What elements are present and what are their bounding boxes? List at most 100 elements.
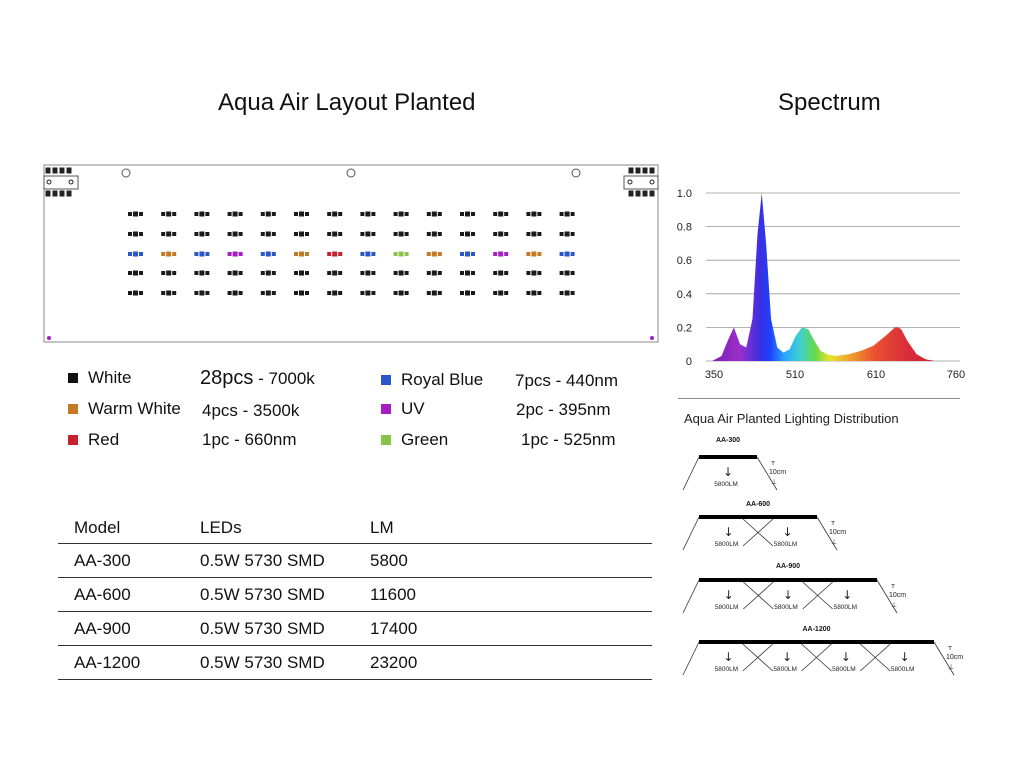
table-cell-model: AA-1200	[58, 645, 184, 680]
led-chip-white	[294, 290, 309, 296]
led-chip-white	[128, 211, 143, 217]
led-grid	[128, 211, 575, 296]
divider	[678, 398, 960, 399]
beam-edge	[756, 456, 778, 491]
height-label: 10cm	[769, 469, 786, 476]
led-chip-white	[360, 231, 376, 237]
down-arrow-icon: ↓	[783, 588, 793, 602]
led-chip-white	[194, 231, 210, 237]
led-chip-white	[327, 290, 343, 296]
down-arrow-icon: ↓	[724, 588, 734, 602]
beam-edge	[876, 579, 898, 614]
legend-count-white: 28pcs	[200, 367, 254, 389]
height-top-icon: т	[948, 644, 952, 652]
led-chip-white	[393, 290, 409, 296]
height-label: 10cm	[946, 654, 963, 661]
beam-edge	[933, 641, 955, 676]
legend-spec-white: 28pcs - 7000k	[200, 367, 315, 390]
led-chip-white	[194, 290, 210, 296]
legend-count-red: 1pc	[202, 430, 230, 449]
fixture-model-label: AA-300	[716, 437, 740, 444]
table-cell-lm: 11600	[354, 577, 652, 612]
legend-rest-green: - 525nm	[553, 430, 616, 449]
led-chip-white	[559, 211, 575, 217]
led-chip-white	[260, 270, 276, 276]
led-chip-white	[227, 231, 243, 237]
led-chip-royal-blue	[260, 251, 276, 257]
height-bottom-icon: ⊥	[891, 601, 897, 609]
beam-edge	[816, 516, 838, 551]
legend-spec-warm-white: 4pcs - 3500k	[202, 401, 299, 421]
led-chip-royal-blue	[360, 251, 376, 257]
down-arrow-icon: ↓	[841, 650, 851, 664]
down-arrow-icon: ↓	[842, 588, 852, 602]
led-chip-warm-white	[426, 251, 442, 257]
led-chip-white	[426, 211, 442, 217]
legend-label-warm-white: Warm White	[88, 399, 181, 418]
lumen-label: 5800LM	[774, 541, 798, 548]
legend-count-green: 1pc	[521, 430, 549, 449]
height-label: 10cm	[889, 592, 906, 599]
height-bottom-icon: ⊥	[831, 538, 837, 546]
table-cell-lm: 17400	[354, 611, 652, 646]
distribution-diagram: AA-1200↓5800LM↓5800LM↓5800LM↓5800LMт10cm…	[682, 626, 963, 676]
led-chip-white	[393, 231, 409, 237]
led-chip-white	[493, 270, 509, 276]
model-table: Model LEDs LM AA-300 0.5W 5730 SMD 5800 …	[58, 512, 652, 680]
led-chip-white	[260, 231, 276, 237]
height-label: 10cm	[829, 529, 846, 536]
led-chip-white	[360, 290, 376, 296]
table-cell-model: AA-600	[58, 577, 184, 612]
led-chip-white	[526, 211, 542, 217]
spectrum-area	[712, 193, 936, 361]
led-chip-royal-blue	[559, 251, 575, 257]
swatch-green	[381, 435, 391, 445]
table-cell-leds: 0.5W 5730 SMD	[184, 611, 354, 646]
height-bottom-icon: ⊥	[771, 478, 777, 486]
lumen-label: 5800LM	[715, 666, 739, 673]
led-chip-white	[360, 211, 376, 217]
lumen-label: 5800LM	[891, 666, 915, 673]
mount-hole	[346, 168, 356, 178]
legend-label-white: White	[88, 368, 132, 387]
spectrum-y-ticks: 1.00.80.60.40.20	[677, 188, 692, 368]
led-chip-white	[161, 211, 177, 217]
legend-rest-royal-blue: - 440nm	[555, 371, 619, 390]
table-header-leds: LEDs	[184, 512, 354, 544]
led-chip-white	[493, 290, 509, 296]
down-arrow-icon: ↓	[723, 650, 733, 664]
led-chip-white	[360, 270, 376, 276]
table-header-row: Model LEDs LM	[58, 512, 652, 544]
beam-cross	[801, 643, 832, 672]
led-chip-uv	[493, 251, 509, 257]
x-tick-label: 610	[867, 369, 885, 381]
led-chip-white	[161, 231, 177, 237]
table-cell-leds: 0.5W 5730 SMD	[184, 645, 354, 680]
table-cell-lm: 5800	[354, 543, 652, 578]
beam-edge	[682, 516, 700, 551]
legend-count-uv: 2pc	[516, 400, 544, 419]
legend-label-red: Red	[88, 430, 120, 449]
uv-dot	[47, 336, 51, 340]
led-chip-white	[493, 231, 509, 237]
beam-edge	[682, 579, 700, 614]
y-tick-label: 0.8	[677, 222, 692, 234]
x-tick-label: 510	[786, 369, 804, 381]
legend-rest-red: - 660nm	[234, 430, 297, 449]
legend-spec-uv: 2pc - 395nm	[516, 400, 611, 420]
spectrum-area-group	[712, 193, 936, 361]
fixture-model-label: AA-900	[776, 563, 800, 570]
legend-rest-warm-white: - 3500k	[242, 401, 300, 420]
fixture-model-label: AA-600	[746, 501, 770, 508]
led-chip-white	[194, 270, 210, 276]
swatch-white	[68, 373, 78, 383]
led-chip-white	[294, 231, 309, 237]
led-chip-warm-white	[161, 251, 177, 257]
